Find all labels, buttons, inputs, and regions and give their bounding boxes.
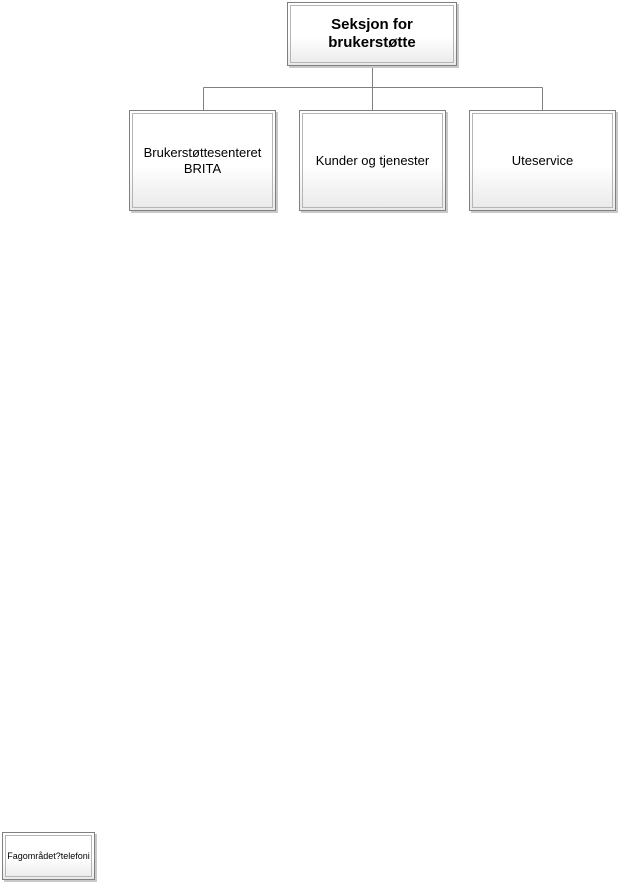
child-node-kunder-og-tjenester[interactable]: Kunder og tjenester xyxy=(299,110,446,211)
child-node-label: Kunder og tjenester xyxy=(315,152,430,168)
extra-node-label: Fagområdet?telefoni xyxy=(7,850,90,861)
extra-node-fagomradet-telefoni[interactable]: Fagområdet?telefoni xyxy=(2,832,95,880)
root-node-seksjon-for-brukerstotte[interactable]: Seksjon for brukerstøtte xyxy=(287,2,457,66)
child-node-uteservice[interactable]: Uteservice xyxy=(469,110,616,211)
child-node-label: Brukerstøttesenteret BRITA xyxy=(143,144,262,176)
child-node-brukerstottesenteret-brita[interactable]: Brukerstøttesenteret BRITA xyxy=(129,110,276,211)
root-node-label: Seksjon for brukerstøtte xyxy=(328,16,416,51)
child-node-label: Uteservice xyxy=(511,152,574,168)
